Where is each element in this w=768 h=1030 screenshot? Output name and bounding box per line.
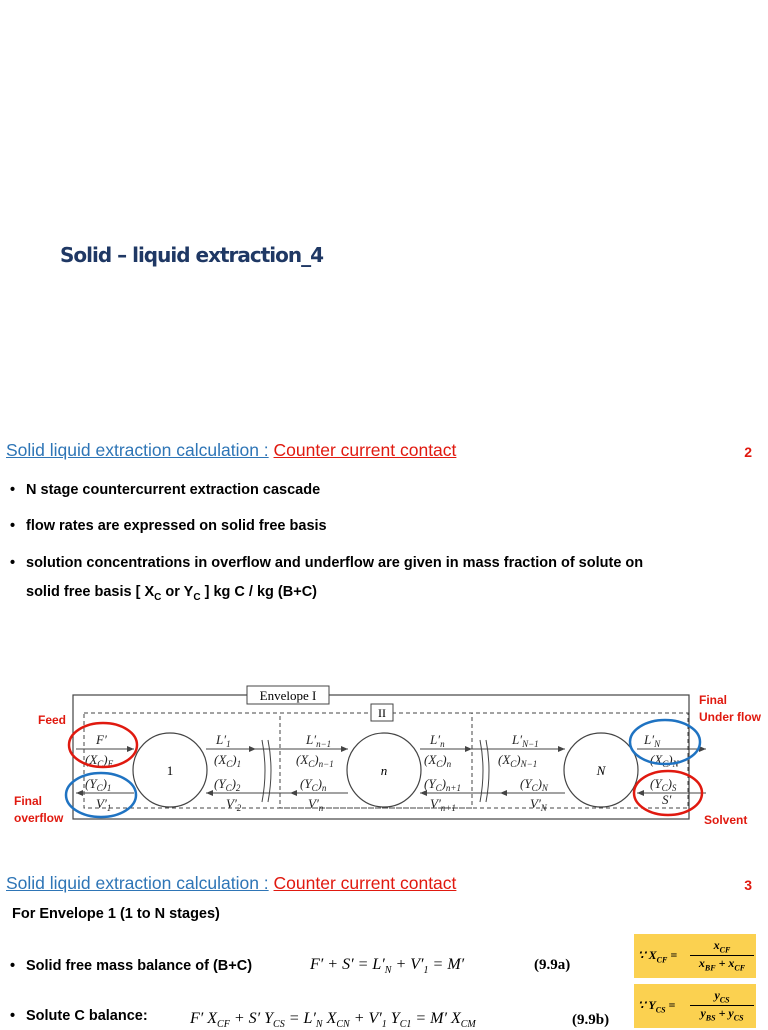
solvent-highlight bbox=[632, 769, 704, 817]
label-XC1: (XC)1 bbox=[214, 752, 241, 769]
arrow-o3 bbox=[290, 790, 297, 796]
envelope-subheading: For Envelope 1 (1 to N stages) bbox=[12, 906, 220, 922]
box2-fraction: yCS yBS + yCS bbox=[690, 988, 754, 1023]
bullet-2: •flow rates are expressed on solid free … bbox=[10, 518, 327, 534]
equation-9-9b: F′ XCF + S′ YCS = L′N XCN + V′1 YC1 = M′… bbox=[190, 1010, 476, 1030]
label-L1: L′1 bbox=[215, 732, 231, 749]
stage-n-label: n bbox=[381, 763, 388, 778]
bullet-1: •N stage countercurrent extraction casca… bbox=[10, 482, 321, 498]
stage-N bbox=[563, 732, 639, 808]
definition-box-ycs: ∵ YCS = yCS yBS + yCS bbox=[634, 984, 756, 1028]
arrow-o5 bbox=[500, 790, 507, 796]
envelope-2-tag bbox=[370, 703, 394, 722]
envelope-1-label: Envelope I bbox=[260, 688, 317, 703]
label-LN: L′N bbox=[643, 732, 661, 749]
label-YC2: (YC)2 bbox=[214, 776, 241, 793]
label-Ln: L′n bbox=[429, 732, 445, 749]
feed-highlight bbox=[67, 721, 139, 769]
arrow-o6 bbox=[637, 790, 644, 796]
bullet-solute-balance: •Solute C balance: bbox=[10, 1008, 148, 1024]
bullet-3: •solution concentrations in overflow and… bbox=[10, 555, 644, 571]
box1-lhs: ∵ XCF = bbox=[638, 948, 678, 965]
heading-blue-3: Solid liquid extraction calculation : bbox=[6, 873, 269, 893]
envelope-2-label: II bbox=[378, 706, 386, 720]
page-number-2: 2 bbox=[744, 444, 752, 460]
label-YC1: (YC)1 bbox=[85, 776, 111, 793]
label-LN1: L′N−1 bbox=[511, 732, 539, 749]
label-YCN: (YC)N bbox=[520, 776, 549, 793]
arrow-u5 bbox=[699, 746, 706, 752]
heading-red: Counter current contact bbox=[273, 440, 457, 460]
heading-blue: Solid liquid extraction calculation : bbox=[6, 440, 269, 460]
solvent-label: Solvent bbox=[704, 813, 748, 827]
arrow-u2 bbox=[341, 746, 348, 752]
label-Vn: V′n bbox=[308, 796, 324, 813]
label-XCN: (XC)N bbox=[650, 752, 680, 769]
envelope-1-tag bbox=[246, 685, 330, 705]
label-S: S′ bbox=[662, 792, 672, 807]
section-heading-3: Solid liquid extraction calculation : Co… bbox=[6, 873, 456, 894]
label-XCN1: (XC)N−1 bbox=[498, 752, 537, 769]
arrow-u1 bbox=[249, 746, 256, 752]
break-mark-right bbox=[479, 739, 490, 803]
slide-title: Solid – liquid extraction_4 bbox=[60, 243, 324, 267]
countercurrent-diagram: Envelope I II 1 n N F′ bbox=[64, 685, 706, 820]
label-V1: V′1 bbox=[96, 796, 111, 813]
feed-label: Feed bbox=[38, 713, 67, 727]
label-YCn: (YC)n bbox=[300, 776, 327, 793]
arrow-o2 bbox=[206, 790, 213, 796]
stage-n bbox=[346, 732, 422, 808]
box1-fraction: xCF xBF + xCF bbox=[690, 938, 754, 973]
label-V2: V′2 bbox=[226, 796, 242, 813]
label-F: F′ bbox=[95, 732, 107, 747]
arrow-o4 bbox=[420, 790, 427, 796]
box2-lhs: ∵ YCS = bbox=[638, 998, 676, 1015]
label-XCn1: (XC)n−1 bbox=[296, 752, 334, 769]
heading-red-3: Counter current contact bbox=[273, 873, 457, 893]
envelope-dashed-outer bbox=[83, 712, 689, 809]
page-number-3: 3 bbox=[744, 877, 752, 893]
eq-number-9-9a: (9.9a) bbox=[534, 957, 571, 973]
label-Ln1: L′n−1 bbox=[305, 732, 331, 749]
label-VN: V′N bbox=[530, 796, 548, 813]
final-underflow-label: Final Under flow bbox=[699, 693, 761, 724]
definition-box-xcf: ∵ XCF = xCF xBF + xCF bbox=[634, 934, 756, 978]
bullet-mass-balance: •Solid free mass balance of (B+C) bbox=[10, 958, 253, 974]
equation-9-9a: F′ + S′ = L′N + V′1 = M′ bbox=[310, 956, 465, 977]
stage-1 bbox=[132, 732, 208, 808]
eq-number-9-9b: (9.9b) bbox=[572, 1012, 610, 1028]
arrow-u4 bbox=[558, 746, 565, 752]
overflow-highlight bbox=[64, 771, 138, 819]
underflow-highlight bbox=[628, 718, 702, 766]
label-XCn: (XC)n bbox=[424, 752, 452, 769]
label-YCS: (YC)S bbox=[650, 776, 677, 793]
arrow-u3 bbox=[465, 746, 472, 752]
stage-N-label: N bbox=[596, 763, 607, 778]
final-overflow-label: Final overflow bbox=[14, 794, 64, 825]
arrow-feed bbox=[127, 746, 134, 752]
bullet-3-continuation: solid free basis [ XC or YC ] kg C / kg … bbox=[26, 584, 317, 603]
arrow-o1 bbox=[76, 790, 83, 796]
break-mark-left bbox=[261, 739, 272, 803]
envelope-2-box bbox=[279, 712, 473, 809]
stage-1-label: 1 bbox=[167, 763, 174, 778]
label-YCn1: (YC)n+1 bbox=[424, 776, 461, 793]
section-heading-2: Solid liquid extraction calculation : Co… bbox=[6, 440, 456, 461]
label-Vn1: V′n+1 bbox=[430, 796, 456, 813]
